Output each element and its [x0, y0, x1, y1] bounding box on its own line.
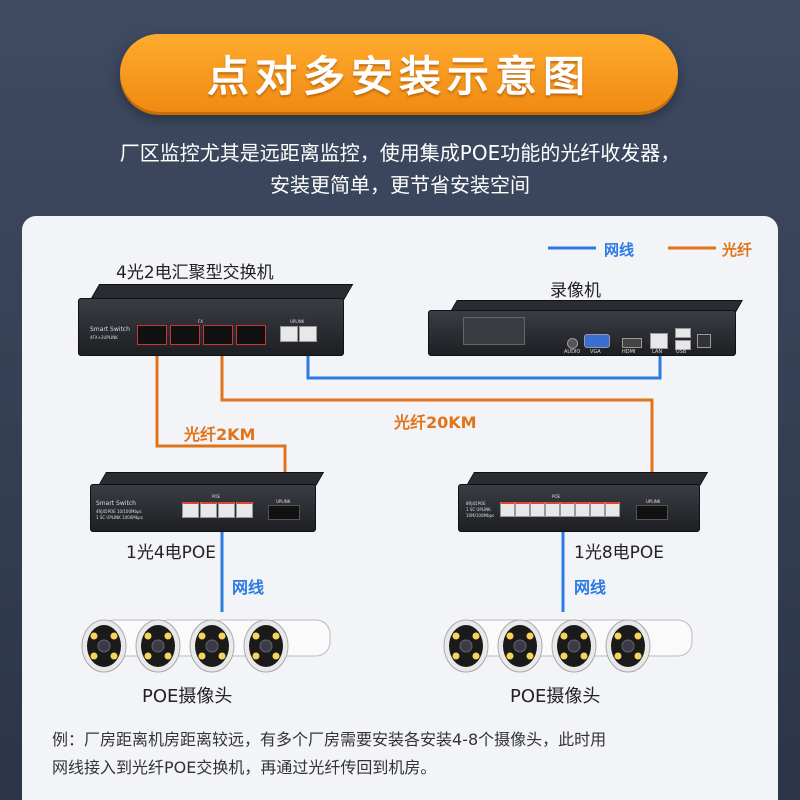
left-switch-poe: POE — [212, 494, 221, 499]
nvr-vga-port — [584, 334, 610, 348]
camera-label-left: POE摄像头 — [142, 686, 233, 707]
fiber-line-20km — [220, 345, 654, 508]
agg-sfp-1 — [137, 325, 167, 345]
right-sfp-port — [636, 505, 668, 520]
right-switch-sub1: 8RJ45POE — [466, 501, 486, 506]
left-poe-port-3 — [218, 502, 235, 518]
right-poe-port-1 — [500, 502, 515, 517]
left-switch-uplink: UPLINK — [276, 499, 291, 504]
nvr-power-port — [697, 334, 711, 348]
agg-brand: Smart Switch — [90, 326, 130, 333]
intro-line-2: 安装更简单，更节省安装空间 — [270, 173, 530, 197]
nvr-port-label-vga: VGA — [590, 349, 601, 355]
right-poe-port-4 — [545, 502, 560, 517]
fiber-20km-label: 光纤20KM — [394, 413, 477, 432]
left-poe-port-1 — [182, 502, 199, 518]
nvr-lan-port — [650, 333, 668, 349]
ethernet-label-left: 网线 — [232, 578, 265, 597]
note-line-1: 例：厂房距离机房距离较远，有多个厂房需要安装各安装4-8个摄像头，此时用 — [52, 730, 607, 749]
intro-line-1: 厂区监控尤其是远距离监控，使用集成POE功能的光纤收发器， — [119, 141, 681, 165]
right-poe-port-5 — [560, 502, 575, 517]
nvr-audio-port — [567, 338, 578, 349]
nvr-port-label-lan: LAN — [652, 349, 663, 355]
agg-sfp-3 — [203, 325, 233, 345]
left-poe-port-2 — [200, 502, 217, 518]
camera-group-right — [442, 614, 702, 680]
nvr-hdmi-port — [622, 338, 642, 348]
left-switch-sub2: 1 SC UPLINK 1000Mbps — [96, 515, 143, 520]
nvr-label: 录像机 — [550, 281, 601, 301]
page-title: 点对多安装示意图 — [206, 51, 591, 101]
agg-sub: 4FX+2UPLINK — [90, 335, 118, 340]
camera-label-right: POE摄像头 — [510, 686, 601, 707]
ethernet-line-nvr — [306, 345, 662, 380]
nvr-port-label-hdmi: HDMI — [622, 349, 636, 355]
right-poe-port-2 — [515, 502, 530, 517]
right-poe-port-3 — [530, 502, 545, 517]
agg-sfp-2 — [170, 325, 200, 345]
camera-group-left — [80, 614, 340, 680]
left-poe-port-4 — [236, 502, 253, 518]
poe-switch-right-label: 1光8电POE — [574, 543, 665, 563]
right-poe-port-8 — [605, 502, 620, 517]
right-poe-port-6 — [575, 502, 590, 517]
right-camera-4 — [605, 619, 693, 673]
nvr-label-sticker — [463, 317, 525, 345]
agg-sfp-4 — [236, 325, 266, 345]
legend-fiber-label: 光纤 — [722, 241, 753, 259]
nvr-port-label-audio: AUDIO — [564, 349, 581, 355]
legend-ethernet-label: 网线 — [604, 241, 635, 259]
poe-switch-left-label: 1光4电POE — [126, 543, 217, 563]
right-switch-poe: POE — [552, 494, 561, 499]
nvr-usb-port-2 — [675, 340, 691, 350]
title-banner: 点对多安装示意图 — [120, 34, 678, 112]
note-line-2: 网线接入到光纤POE交换机，再通过光纤传回到机房。 — [52, 758, 437, 777]
agg-uplink: UPLINK — [290, 319, 305, 324]
agg-fx: FX — [198, 319, 204, 324]
left-switch-sub1: 4RJ45POE 10/100Mbps — [96, 509, 142, 514]
left-camera-4 — [243, 619, 331, 673]
right-switch-sub2: 1 SC UPLINK — [466, 507, 491, 512]
right-poe-port-7 — [590, 502, 605, 517]
agg-uplink-port-2 — [299, 326, 317, 342]
right-switch-uplink: UPLINK — [646, 499, 661, 504]
agg-uplink-port-1 — [280, 326, 298, 342]
nvr-port-label-usb: USB — [676, 349, 687, 355]
right-switch-sub3: 10M/100Mbps — [466, 513, 495, 518]
legend-fiber-swatch — [668, 246, 716, 250]
legend-ethernet-swatch — [548, 246, 596, 250]
fiber-2km-label: 光纤2KM — [184, 425, 256, 444]
ethernet-label-right: 网线 — [574, 578, 607, 597]
left-sfp-port — [268, 505, 300, 520]
nvr-usb-port-1 — [675, 328, 691, 338]
aggregation-switch-label: 4光2电汇聚型交换机 — [116, 263, 274, 283]
left-switch-brand: Smart Switch — [96, 500, 136, 507]
example-note: 例：厂房距离机房距离较远，有多个厂房需要安装各安装4-8个摄像头，此时用 网线接… — [52, 726, 772, 782]
